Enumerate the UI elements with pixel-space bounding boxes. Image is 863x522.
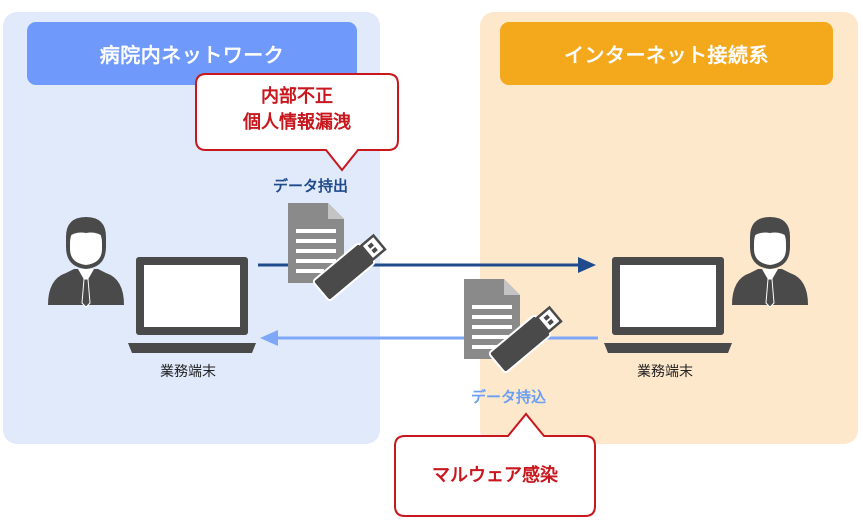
bottom-callout-bubble <box>394 412 596 517</box>
internet-header: インターネット接続系 <box>500 22 833 85</box>
callout-line-insider-fraud: 内部不正 <box>261 86 333 107</box>
user-icon <box>732 217 808 308</box>
left-terminal-label: 業務端末 <box>160 364 216 380</box>
usb-drive-icon <box>488 305 563 374</box>
document-icon <box>288 203 344 283</box>
callout-line-data-leak: 個人情報漏洩 <box>243 112 351 133</box>
usb-drive-icon <box>312 233 387 302</box>
import-label: データ持込 <box>471 388 547 406</box>
export-label: データ持出 <box>273 177 349 195</box>
bottom-callout-text: マルウェア感染 <box>432 465 558 486</box>
top-callout-text: 内部不正 個人情報漏洩 <box>196 84 398 136</box>
laptop-icon <box>604 257 732 353</box>
laptop-icon <box>128 257 256 353</box>
top-callout-bubble <box>195 73 399 172</box>
right-terminal-label: 業務端末 <box>637 364 693 380</box>
user-icon <box>48 217 124 308</box>
